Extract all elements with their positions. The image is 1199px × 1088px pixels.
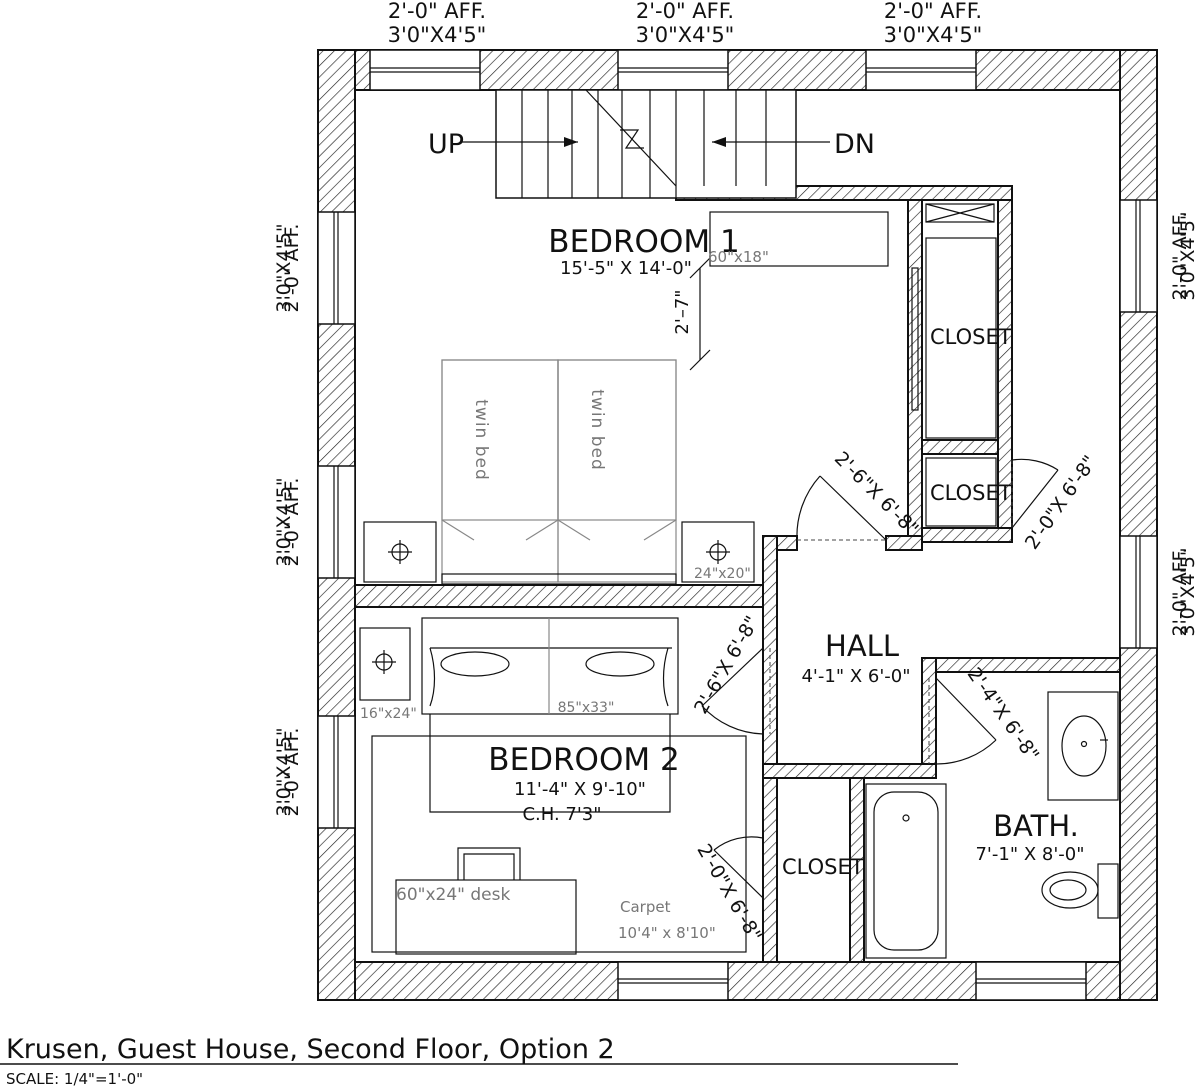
window-right-1 — [1119, 199, 1158, 313]
svg-text:3'0"X4'5": 3'0"X4'5" — [273, 727, 295, 816]
bedroom1-furniture — [363, 211, 889, 585]
svg-text:3'0"X4'5": 3'0"X4'5" — [273, 477, 295, 566]
svg-text:2'-0" AFF.: 2'-0" AFF. — [636, 0, 734, 23]
closet-label-2: CLOSET — [930, 481, 1012, 505]
bath-size: 7'-1" X 8'-0" — [975, 844, 1084, 865]
bedroom1-name: BEDROOM 1 — [548, 224, 739, 260]
carpet-label: Carpet — [620, 898, 671, 916]
sofa-label: 85"x33" — [558, 700, 615, 716]
svg-text:3'0"X4'5": 3'0"X4'5" — [1177, 211, 1199, 300]
lamp-icon — [372, 650, 396, 674]
svg-text:3'0"X4'5": 3'0"X4'5" — [273, 223, 295, 312]
window-labels-right: 2'-0" AFF. 3'0"X4'5" 2'-0" AFF. 3'0"X4'5… — [1169, 211, 1199, 636]
desk-label: 60"x24" desk — [396, 885, 510, 905]
bedroom2-furniture — [359, 617, 747, 955]
lamp-icon — [706, 540, 730, 564]
bedroom2-ceiling: C.H. 7'3" — [522, 804, 601, 825]
svg-text:2'-0" AFF.: 2'-0" AFF. — [281, 478, 303, 567]
stairs-up-label: UP — [428, 129, 464, 160]
windows — [317, 49, 1158, 1001]
bedroom2-size: 11'-4" X 9'-10" — [514, 779, 646, 800]
svg-text:3'0"X4'5": 3'0"X4'5" — [388, 23, 487, 47]
carpet-size-label: 10'4" x 8'10" — [618, 924, 716, 942]
drawing-title: Krusen, Guest House, Second Floor, Optio… — [6, 1034, 615, 1065]
closet-label-3: CLOSET — [782, 855, 864, 879]
svg-text:3'0"X4'5": 3'0"X4'5" — [884, 23, 983, 47]
dresser-label: 60"x18" — [708, 248, 769, 266]
window-left-3 — [317, 715, 356, 829]
bedroom2-name: BEDROOM 2 — [488, 742, 679, 778]
svg-text:2'-0" AFF.: 2'-0" AFF. — [884, 0, 982, 23]
svg-text:2'-0" AFF.: 2'-0" AFF. — [281, 224, 303, 313]
window-bottom-2 — [975, 961, 1087, 1001]
upper-closets — [911, 203, 1059, 529]
twin-bed-label-1: twin bed — [471, 399, 491, 481]
window-top-3 — [865, 49, 977, 91]
hall-size: 4'-1" X 6'-0" — [801, 666, 910, 687]
svg-text:2'-0" AFF.: 2'-0" AFF. — [1169, 212, 1191, 301]
window-left-2 — [317, 465, 356, 579]
window-top-2 — [617, 49, 729, 91]
dimension-label: 2'–7" — [672, 289, 693, 334]
svg-text:3'0"X4'5": 3'0"X4'5" — [636, 23, 735, 47]
svg-text:3'0"X4'5": 3'0"X4'5" — [1177, 547, 1199, 636]
window-left-1 — [317, 211, 356, 325]
closet-label-1: CLOSET — [930, 325, 1012, 349]
window-right-2 — [1119, 535, 1158, 649]
hall-name: HALL — [825, 629, 899, 663]
nightstand-label: 24"x20" — [694, 566, 751, 582]
bedroom1-size: 15'-5" X 14'-0" — [560, 258, 692, 279]
svg-text:2'-0" AFF.: 2'-0" AFF. — [281, 728, 303, 817]
scale-label: SCALE: 1/4"=1'-0" — [6, 1070, 143, 1088]
window-bottom-1 — [617, 961, 729, 1001]
bath-fixtures — [865, 691, 1119, 959]
staircase — [462, 89, 830, 199]
window-labels-left: 2'-0" AFF. 3'0"X4'5" 2'-0" AFF. 3'0"X4'5… — [273, 223, 303, 816]
twin-bed-label-2: twin bed — [587, 389, 607, 471]
stairs-down-label: DN — [834, 129, 875, 160]
svg-text:2'-0" AFF.: 2'-0" AFF. — [388, 0, 486, 23]
bath-name: BATH. — [993, 809, 1079, 843]
lamp-icon — [388, 540, 412, 564]
svg-text:2'-0" AFF.: 2'-0" AFF. — [1169, 548, 1191, 637]
side-table-label: 16"x24" — [360, 706, 417, 722]
window-top-1 — [369, 49, 481, 91]
window-labels-top: 2'-0" AFF. 3'0"X4'5" 2'-0" AFF. 3'0"X4'5… — [388, 0, 983, 47]
doors — [701, 475, 997, 899]
